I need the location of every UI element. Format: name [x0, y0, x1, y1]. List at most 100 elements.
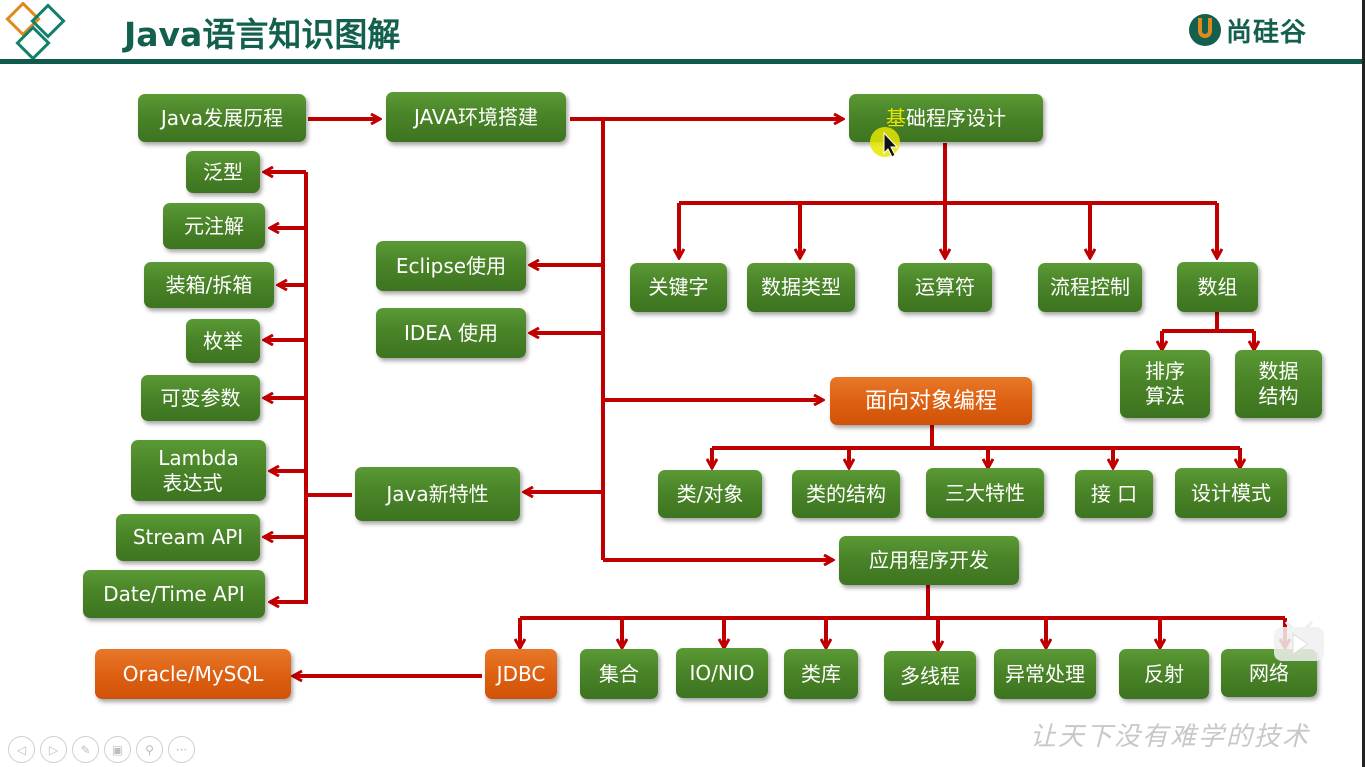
node-jdbc[interactable]: JDBC [485, 649, 557, 699]
more-options-button[interactable]: ··· [168, 736, 195, 763]
node-label-line1: 数据 [1258, 359, 1299, 383]
brand-logo: 尚硅谷 [1188, 10, 1307, 50]
node-label: Oracle/MySQL [122, 661, 264, 686]
node-label: 泛型 [203, 159, 243, 184]
label-rest: 础程序设计 [906, 105, 1006, 130]
node-label: 可变参数 [160, 385, 241, 410]
node-label: 流程控制 [1050, 275, 1130, 299]
slide-header: Java语言知识图解 尚硅谷 [0, 0, 1365, 64]
node-label: 设计模式 [1191, 480, 1271, 505]
node-eclipse[interactable]: Eclipse使用 [376, 241, 526, 291]
node-oop[interactable]: 面向对象编程 [830, 377, 1032, 425]
node-label: Stream API [132, 525, 244, 549]
node-label: 关键字 [648, 275, 709, 299]
node-label: Java发展历程 [160, 105, 284, 130]
node-database[interactable]: Oracle/MySQL [95, 649, 291, 699]
node-label: 异常处理 [1005, 661, 1085, 686]
node-label: 接 口 [1090, 481, 1138, 506]
node-collections[interactable]: 集合 [580, 649, 658, 699]
node-label: 数组 [1197, 274, 1238, 299]
node-array[interactable]: 数组 [1177, 262, 1258, 312]
node-networking[interactable]: 网络 [1221, 649, 1317, 697]
node-enum[interactable]: 枚举 [186, 319, 260, 363]
more-icon: ··· [175, 742, 188, 757]
node-label-line2: 算法 [1145, 384, 1185, 408]
node-label: IDEA 使用 [404, 320, 498, 345]
node-label: 网络 [1249, 660, 1289, 685]
node-java-history[interactable]: Java发展历程 [138, 94, 306, 142]
pen-icon: ✎ [80, 742, 91, 757]
slides-overview-button[interactable]: ▣ [104, 736, 131, 763]
node-generics[interactable]: 泛型 [186, 151, 260, 193]
node-java-env[interactable]: JAVA环境搭建 [386, 92, 566, 142]
node-label-line2: 结构 [1258, 384, 1299, 408]
node-label: 三大特性 [945, 480, 1025, 505]
node-class-structure[interactable]: 类的结构 [792, 470, 900, 518]
mouse-cursor-icon [870, 127, 900, 158]
node-label: 基础程序设计 [886, 106, 1006, 131]
node-label-line2: 表达式 [162, 470, 223, 495]
node-design-patterns[interactable]: 设计模式 [1175, 468, 1287, 518]
node-label: 类库 [801, 661, 841, 686]
node-exception-handling[interactable]: 异常处理 [994, 649, 1096, 699]
node-boxing-unboxing[interactable]: 装箱/拆箱 [144, 262, 274, 308]
node-keywords[interactable]: 关键字 [630, 263, 727, 312]
slogan-watermark: 让天下没有难学的技术 [1030, 722, 1311, 752]
brand-u-icon [1189, 14, 1221, 46]
magnifier-icon: ⚲ [145, 742, 154, 757]
window-edge [1362, 0, 1365, 767]
node-class-object[interactable]: 类/对象 [658, 470, 762, 518]
node-label: Date/Time API [103, 581, 245, 606]
pen-button[interactable]: ✎ [72, 736, 99, 763]
node-label: IO/NIO [689, 660, 755, 685]
node-class-library[interactable]: 类库 [784, 649, 858, 699]
node-label: 数据类型 [761, 275, 841, 299]
node-date-time-api[interactable]: Date/Time API [83, 570, 265, 618]
node-label: 应用程序开发 [869, 548, 989, 572]
node-app-dev[interactable]: 应用程序开发 [839, 536, 1019, 585]
node-stream-api[interactable]: Stream API [116, 514, 260, 561]
node-multithreading[interactable]: 多线程 [884, 651, 976, 701]
brand-name: 尚硅谷 [1226, 17, 1308, 48]
node-reflection[interactable]: 反射 [1119, 649, 1209, 699]
zoom-button[interactable]: ⚲ [136, 736, 163, 763]
previous-slide-button[interactable]: ◁ [8, 736, 35, 763]
node-label: 元注解 [184, 213, 244, 238]
node-label: 面向对象编程 [864, 388, 997, 414]
node-flow-control[interactable]: 流程控制 [1038, 263, 1142, 312]
previous-icon: ◁ [16, 742, 27, 757]
node-varargs[interactable]: 可变参数 [141, 375, 260, 421]
node-java-new-features[interactable]: Java新特性 [355, 467, 520, 521]
play-video-icon[interactable] [1270, 618, 1328, 664]
node-label: JAVA环境搭建 [413, 104, 539, 129]
node-label: 装箱/拆箱 [165, 272, 253, 297]
slides-icon: ▣ [111, 742, 124, 757]
node-label: Java新特性 [386, 481, 489, 506]
next-slide-button[interactable]: ▷ [40, 736, 67, 763]
node-label: 多线程 [900, 663, 960, 688]
node-label: JDBC [496, 661, 546, 686]
node-io-nio[interactable]: IO/NIO [676, 648, 768, 698]
node-label: Eclipse使用 [395, 253, 507, 278]
node-sorting-algorithms[interactable]: 排序 算法 [1120, 350, 1210, 418]
highlighted-char: 基 [886, 105, 906, 130]
node-data-structures[interactable]: 数据 结构 [1235, 350, 1322, 418]
node-label-line1: 排序 [1145, 359, 1185, 383]
node-label: 枚举 [203, 328, 243, 353]
node-label: 集合 [599, 661, 639, 686]
node-three-features[interactable]: 三大特性 [926, 468, 1044, 518]
next-icon: ▷ [48, 742, 59, 757]
node-idea[interactable]: IDEA 使用 [376, 308, 526, 358]
node-operators[interactable]: 运算符 [898, 263, 992, 312]
slide-title: Java语言知识图解 [124, 15, 401, 54]
node-basic-programming[interactable]: 基础程序设计 [849, 94, 1043, 142]
node-meta-annotation[interactable]: 元注解 [163, 203, 265, 249]
slide-navigation: ◁ ▷ ✎ ▣ ⚲ ··· [8, 736, 195, 763]
header-divider [0, 59, 1365, 64]
node-interface[interactable]: 接 口 [1075, 470, 1153, 518]
node-label: 反射 [1144, 661, 1184, 686]
diamond-logo-icon [5, 2, 66, 61]
node-lambda[interactable]: Lambda 表达式 [131, 440, 266, 501]
node-label: 类/对象 [676, 481, 744, 506]
node-data-types[interactable]: 数据类型 [747, 263, 855, 312]
